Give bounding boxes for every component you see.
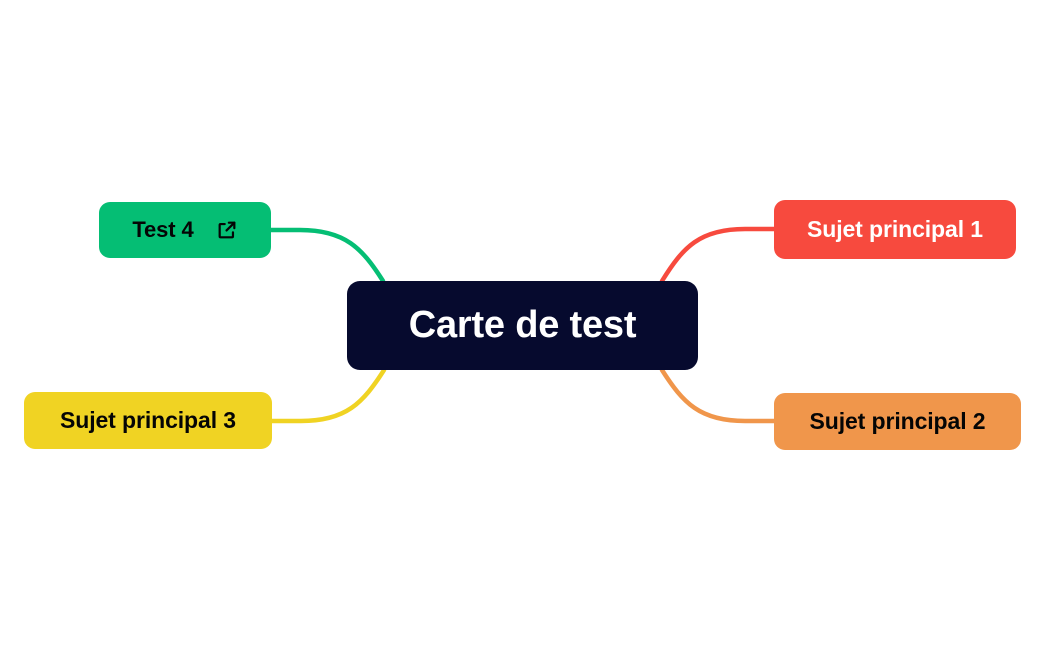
edge-root-orange (659, 367, 777, 424)
mindmap-node-sujet-principal-2[interactable]: Sujet principal 2 (774, 393, 1021, 450)
mindmap-node-test-4[interactable]: Test 4 (99, 202, 271, 258)
mindmap-root-label: Carte de test (408, 304, 637, 346)
edge-root-red (659, 226, 777, 284)
mindmap-node-sujet-principal-1[interactable]: Sujet principal 1 (774, 200, 1016, 259)
mindmap-node-label: Sujet principal 3 (60, 407, 236, 433)
mindmap-node-label: Sujet principal 1 (807, 216, 983, 242)
mindmap-node-label: Test 4 (132, 217, 194, 242)
edge-root-yellow (269, 367, 387, 424)
mindmap-root-node[interactable]: Carte de test (347, 281, 698, 370)
mindmap-node-label: Sujet principal 2 (809, 408, 986, 434)
external-link-icon[interactable] (216, 219, 238, 241)
edge-root-green (268, 227, 386, 284)
mindmap-node-sujet-principal-3[interactable]: Sujet principal 3 (24, 392, 272, 449)
